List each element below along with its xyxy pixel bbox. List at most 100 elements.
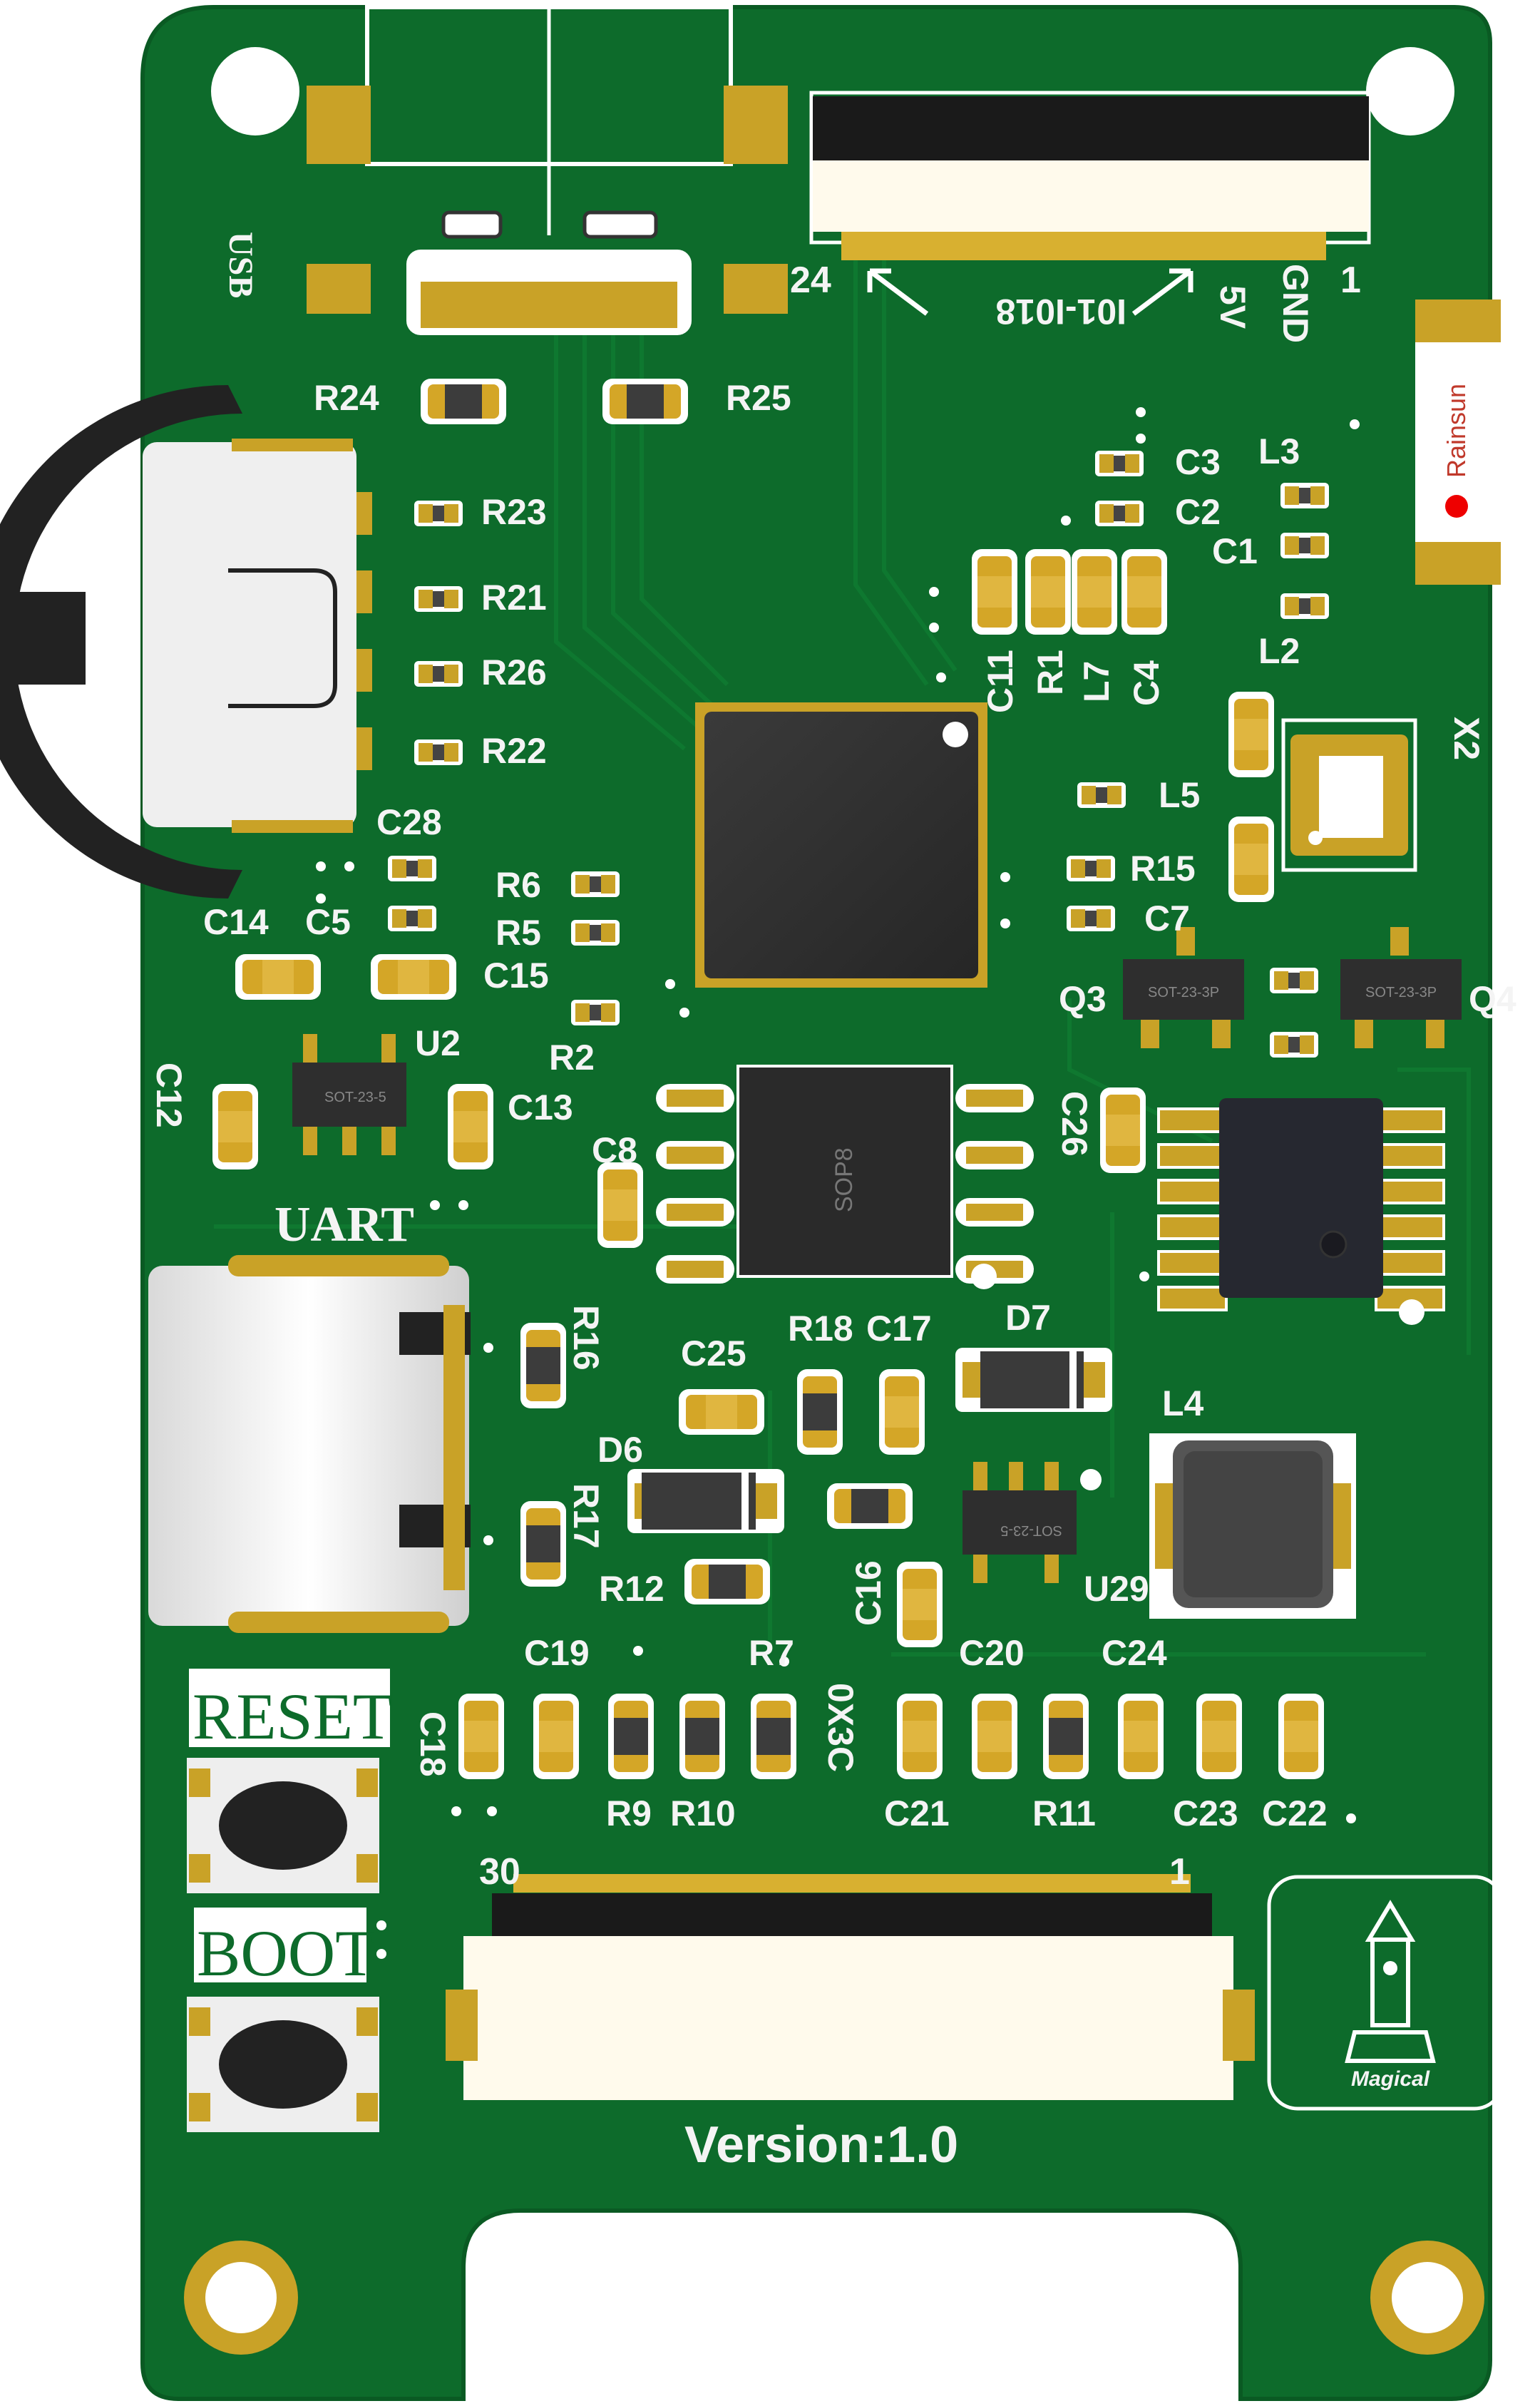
label-c28: C28 — [376, 802, 442, 842]
label-c21: C21 — [884, 1793, 950, 1833]
u2-sot23: SOT-23-5 — [292, 1034, 406, 1155]
label-l5: L5 — [1159, 775, 1200, 815]
label-c2: C2 — [1175, 492, 1221, 532]
label-r25: R25 — [726, 378, 791, 418]
label-r16: R16 — [566, 1305, 606, 1371]
u2-package: SOT-23-5 — [324, 1090, 386, 1105]
label-l7: L7 — [1077, 661, 1116, 702]
label-r2: R2 — [549, 1038, 595, 1077]
label-r18: R18 — [788, 1309, 853, 1348]
inductor-l4 — [1149, 1433, 1356, 1619]
sop8-chip: SOP8 — [656, 1065, 1034, 1289]
label-c8: C8 — [592, 1130, 637, 1170]
u29-package: SOT-23-5 — [1000, 1522, 1062, 1538]
label-r17: R17 — [566, 1483, 606, 1549]
label-l4: L4 — [1162, 1383, 1204, 1423]
crystal-x2 — [1281, 718, 1417, 872]
label-l2: L2 — [1258, 631, 1300, 671]
label-d7: D7 — [1005, 1298, 1051, 1338]
label-c3: C3 — [1175, 442, 1221, 482]
magical-logo: Magical — [1267, 1875, 1505, 2111]
label-r15: R15 — [1130, 849, 1196, 889]
silkscreen-labels: R24 R25 R23 R21 R26 R22 C3 C2 C1 L3 L2 C… — [149, 378, 1516, 1833]
sd-card-slot — [0, 385, 372, 899]
label-r9: R9 — [606, 1793, 652, 1833]
label-c1: C1 — [1212, 531, 1258, 571]
label-r26: R26 — [481, 652, 547, 692]
q4-package: SOT-23-3P — [1365, 985, 1437, 1000]
main-mcu-chip — [695, 702, 987, 988]
usb-label: USB — [222, 232, 260, 298]
label-c24: C24 — [1102, 1633, 1167, 1673]
label-c16: C16 — [848, 1560, 888, 1626]
label-c18: C18 — [413, 1711, 453, 1777]
sop8-package-label: SOP8 — [831, 1147, 858, 1212]
label-c7: C7 — [1144, 899, 1190, 938]
reset-button-area: RESET — [189, 1669, 393, 1753]
label-r21: R21 — [481, 578, 547, 618]
top-conn-pin24: 24 — [790, 260, 831, 301]
boot-button-area: BOOT — [194, 1908, 375, 1990]
vias — [316, 407, 1360, 1959]
usb-top-connector: USB — [222, 5, 788, 335]
label-c17: C17 — [866, 1309, 932, 1348]
label-r23: R23 — [481, 492, 547, 532]
label-r5: R5 — [496, 913, 541, 953]
right-ic — [1157, 1098, 1445, 1325]
label-c5: C5 — [305, 902, 351, 942]
label-r6: R6 — [496, 865, 541, 905]
label-c22: C22 — [1262, 1793, 1328, 1833]
label-u2: U2 — [415, 1023, 461, 1063]
boot-button[interactable] — [187, 1997, 379, 2132]
label-r1: R1 — [1030, 650, 1070, 695]
label-r22: R22 — [481, 731, 547, 771]
label-q4: Q4 — [1469, 979, 1516, 1019]
label-d6: D6 — [597, 1430, 643, 1470]
q3-package: SOT-23-3P — [1148, 985, 1219, 1000]
label-c19: C19 — [524, 1633, 590, 1673]
q4-sot23: SOT-23-3P — [1340, 927, 1462, 1048]
mounting-holes — [184, 47, 1484, 2355]
top-conn-pin1: 1 — [1340, 260, 1361, 301]
label-c26: C26 — [1054, 1091, 1094, 1157]
u29-sot23: SOT-23-5 — [962, 1462, 1102, 1583]
rainsun-label: Rainsun — [1442, 384, 1471, 478]
q3-sot23: SOT-23-3P — [1123, 927, 1244, 1048]
label-c25: C25 — [681, 1333, 746, 1373]
diode-d7 — [955, 1348, 1112, 1412]
label-l3: L3 — [1258, 431, 1300, 471]
bottom-conn-pin1: 1 — [1169, 1851, 1190, 1893]
label-r10: R10 — [670, 1793, 736, 1833]
label-c23: C23 — [1173, 1793, 1238, 1833]
label-c20: C20 — [959, 1633, 1025, 1673]
label-q3: Q3 — [1059, 979, 1107, 1019]
label-c4: C4 — [1126, 660, 1166, 706]
bottom-fpc-connector: 30 1 Version:1.0 — [446, 1851, 1255, 2174]
label-r24: R24 — [314, 378, 379, 418]
label-u29: U29 — [1084, 1569, 1149, 1609]
reset-button[interactable] — [187, 1758, 379, 1893]
label-x2: X2 — [1447, 717, 1487, 760]
usb-c-connector: UART — [148, 1197, 471, 1633]
top-conn-5v: 5V — [1213, 285, 1253, 329]
rainsun-part: Rainsun — [1415, 300, 1501, 585]
label-c13: C13 — [508, 1087, 573, 1127]
top-conn-gnd: GND — [1275, 264, 1315, 343]
logo-text: Magical — [1351, 2067, 1430, 2091]
version-label: Version:1.0 — [684, 2116, 958, 2174]
label-0x3c: 0X3C — [821, 1683, 861, 1772]
label-c14: C14 — [203, 902, 269, 942]
label-r11: R11 — [1032, 1793, 1096, 1833]
label-c11: C11 — [980, 650, 1020, 713]
label-c12: C12 — [149, 1063, 189, 1128]
top-conn-io-label: I01-I018 — [996, 292, 1126, 332]
top-fpc-connector: 24 1 I01-I018 5V GND — [790, 91, 1371, 343]
uart-label: UART — [274, 1197, 414, 1252]
label-r12: R12 — [599, 1569, 664, 1609]
diode-d6 — [627, 1469, 784, 1533]
bottom-conn-pin30: 30 — [479, 1851, 520, 1893]
label-c15: C15 — [483, 956, 549, 995]
reset-label: RESET — [192, 1680, 393, 1753]
boot-label: BOOT — [197, 1917, 375, 1990]
